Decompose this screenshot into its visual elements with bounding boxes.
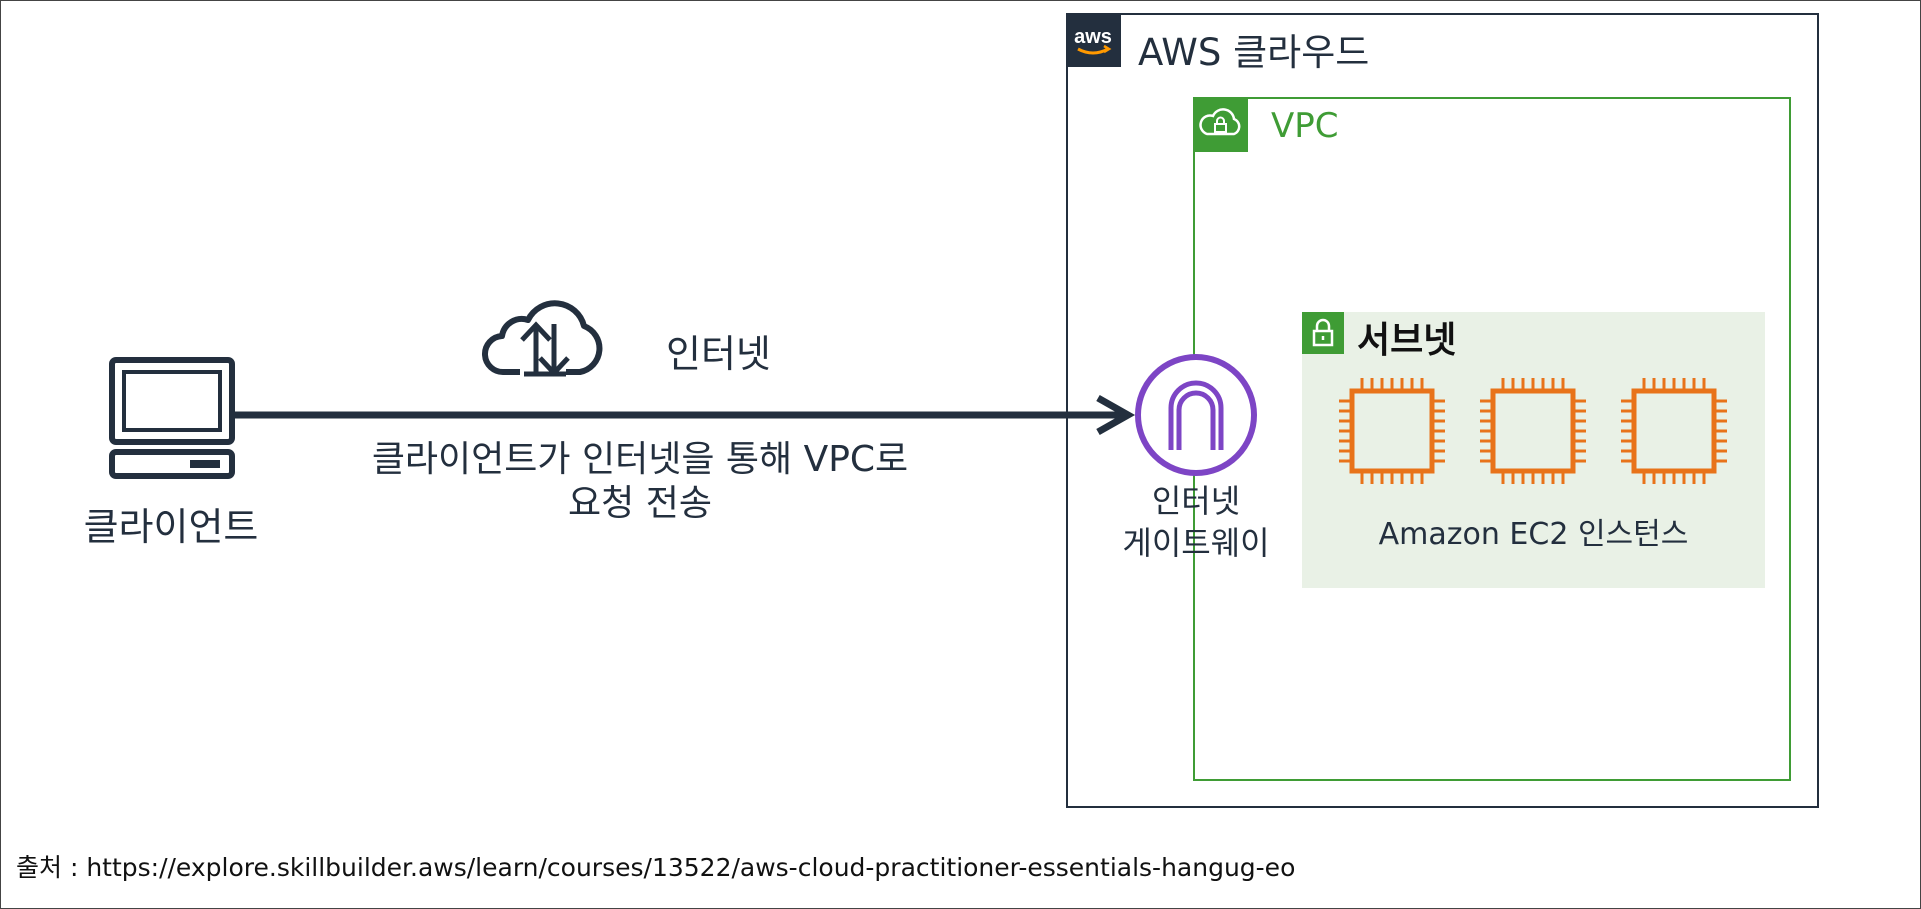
subnet-label: 서브넷: [1357, 320, 1457, 361]
vpc-label: VPC: [1271, 106, 1339, 146]
ec2-chip-icon: [1480, 378, 1586, 484]
request-label: 클라이언트가 인터넷을 통해 VPC로 요청 전송: [330, 438, 950, 526]
internet-gateway-icon: [1135, 354, 1257, 476]
ec2-label: Amazon EC2 인스턴스: [1378, 517, 1689, 552]
aws-logo-text: aws: [1074, 26, 1112, 48]
client-label: 클라이언트: [83, 505, 259, 549]
ec2-chip-icon: [1339, 378, 1445, 484]
internet-gateway-label-line2: 게이트웨이: [1122, 524, 1270, 562]
aws-cloud-group: [1066, 13, 1819, 808]
subnet-group: [1302, 312, 1765, 588]
aws-logo-icon: aws: [1066, 13, 1121, 67]
internet-gateway-label: 인터넷 게이트웨이: [1085, 480, 1307, 564]
laptop-icon: [109, 357, 235, 479]
ec2-chip-icon: [1621, 378, 1727, 484]
request-label-line1: 클라이언트가 인터넷을 통해 VPC로: [371, 439, 909, 480]
cloud-upload-download-icon: [481, 300, 603, 377]
source-attribution: 출처 : https://explore.skillbuilder.aws/le…: [16, 853, 1296, 882]
request-label-line2: 요청 전송: [568, 483, 712, 524]
subnet-lock-icon: [1302, 312, 1344, 354]
internet-gateway-label-line1: 인터넷: [1151, 482, 1241, 520]
aws-cloud-label: AWS 클라우드: [1138, 31, 1370, 74]
vpc-cloud-lock-icon: [1193, 97, 1248, 152]
internet-label: 인터넷: [666, 332, 771, 376]
